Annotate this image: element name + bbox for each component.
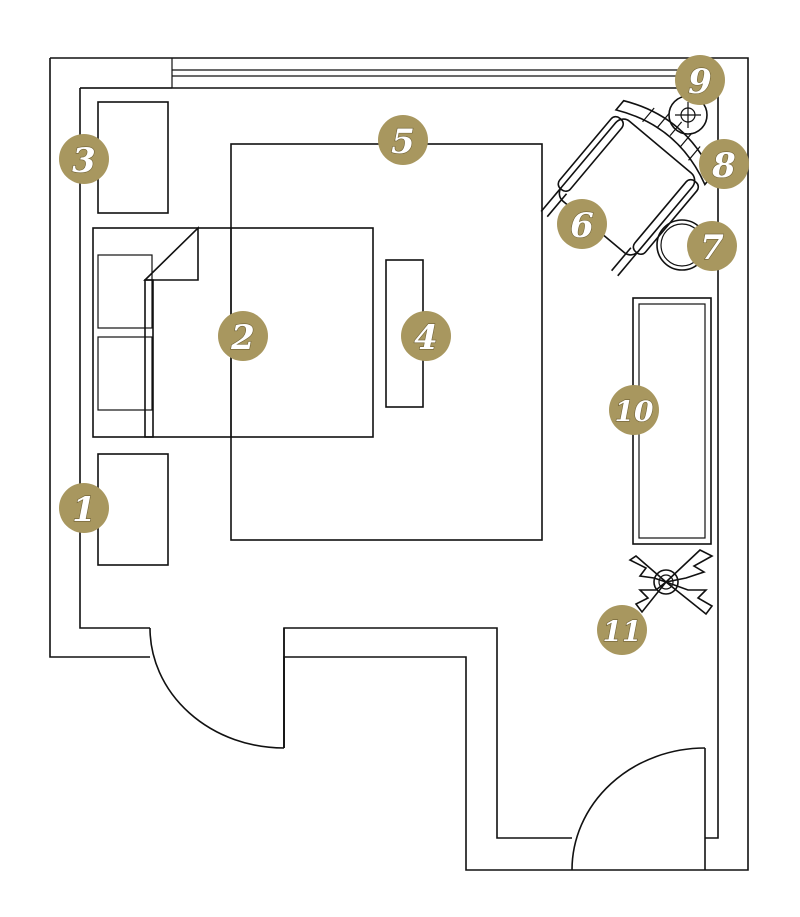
- marker-7: 7: [687, 221, 737, 271]
- marker-1: 1: [59, 483, 109, 533]
- marker-11: 11: [597, 605, 647, 655]
- inner-wall: [79, 87, 719, 839]
- marker-5: 5: [378, 115, 428, 165]
- marker-4-label: 4: [414, 318, 438, 358]
- marker-7-label: 7: [700, 228, 724, 268]
- pillow-lower: [97, 336, 153, 411]
- marker-4: 4: [401, 311, 451, 361]
- marker-5-label: 5: [391, 122, 415, 162]
- marker-3: 3: [59, 134, 109, 184]
- closet-door: [571, 747, 706, 871]
- marker-3-label: 3: [72, 141, 96, 181]
- walls: [49, 57, 749, 871]
- window: [80, 58, 718, 89]
- bedroom-door: [149, 627, 285, 749]
- outer-wall: [49, 57, 749, 871]
- marker-8-label: 8: [711, 146, 736, 186]
- marker-6: 6: [557, 199, 607, 249]
- marker-11-label: 11: [603, 615, 642, 648]
- marker-2-label: 2: [230, 318, 255, 358]
- marker-10: 10: [609, 385, 659, 435]
- marker-1-label: 1: [72, 490, 96, 530]
- marker-9: 9: [675, 55, 725, 105]
- marker-6-label: 6: [570, 206, 594, 246]
- marker-2: 2: [218, 311, 268, 361]
- pillow-upper: [97, 254, 153, 329]
- marker-9-label: 9: [688, 62, 712, 102]
- plant: [628, 549, 714, 616]
- marker-10-label: 10: [615, 395, 654, 428]
- marker-8: 8: [699, 139, 749, 189]
